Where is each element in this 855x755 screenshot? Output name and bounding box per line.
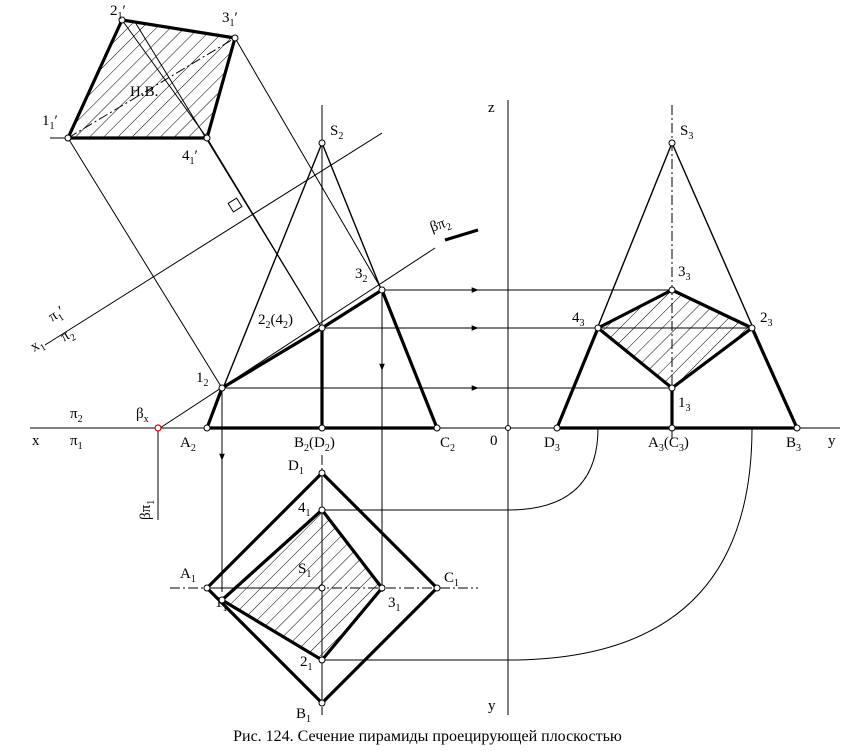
figure-caption: Рис. 124. Сечение пирамиды проецирующей … [233,728,622,745]
label-x1-pi1: π1′ [46,303,70,328]
label-c2: C2 [440,435,455,454]
label-1-1-true: 11′ [42,113,58,132]
label-2-3: 23 [760,310,773,329]
label-3-3: 33 [678,264,691,283]
label-axis-y-right: y [828,433,836,449]
label-d1: D1 [288,458,304,477]
top-view [170,455,478,715]
label-4-1-true: 41′ [182,148,198,167]
label-axis-x-left: x [32,433,40,449]
label-pi2: π2 [70,406,83,425]
pyramid-section-drawing: S2 S3 A2 B2(D2) C2 D3 A3(C3) B3 12 22(42… [28,3,840,725]
label-beta-pi2: βπ2 [428,214,453,239]
label-b2-d2: B2(D2) [294,435,335,454]
label-beta-pi1: βπ1 [138,500,157,520]
label-s1: S1 [298,561,311,580]
label-b3: B3 [786,435,801,454]
label-beta-x: βx [136,406,149,425]
label-a3-c3: A3(C3) [648,435,689,454]
label-2-1-true: 21′ [110,3,126,22]
label-a2: A2 [180,435,196,454]
axis-x1 [44,132,383,346]
label-4-3: 43 [572,310,585,329]
label-b1: B1 [296,706,311,725]
label-pi1: π1 [70,433,83,452]
label-4-1: 41 [298,500,311,519]
right-angle-mark [227,197,243,213]
label-3-2: 32 [355,266,368,285]
projection-lines-top [219,290,385,592]
side-view [555,105,799,440]
label-1-2: 12 [196,370,209,389]
label-axis-y-bottom: y [488,698,496,714]
label-1-1: 11 [215,595,228,614]
true-shape [50,18,237,140]
label-a1: A1 [180,566,196,585]
label-1-3: 13 [678,395,691,414]
label-s2: S2 [330,123,343,142]
transfer-arcs [322,427,753,661]
label-3-1: 31 [388,595,401,614]
key-points [64,16,801,707]
label-axis-z: z [488,100,495,116]
label-2-4-2: 22(42) [258,312,293,331]
label-3-1-true: 31′ [222,10,238,29]
label-s3: S3 [680,123,693,142]
label-true-size: Н.В. [130,84,158,100]
label-2-1: 21 [300,654,313,673]
label-origin: 0 [490,433,498,449]
label-x1-pi2: π2 [58,325,79,348]
label-x1: x1 [28,335,49,358]
label-d3: D3 [544,435,560,454]
projection-lines-true-shape [67,21,383,389]
label-c1: C1 [444,570,459,589]
